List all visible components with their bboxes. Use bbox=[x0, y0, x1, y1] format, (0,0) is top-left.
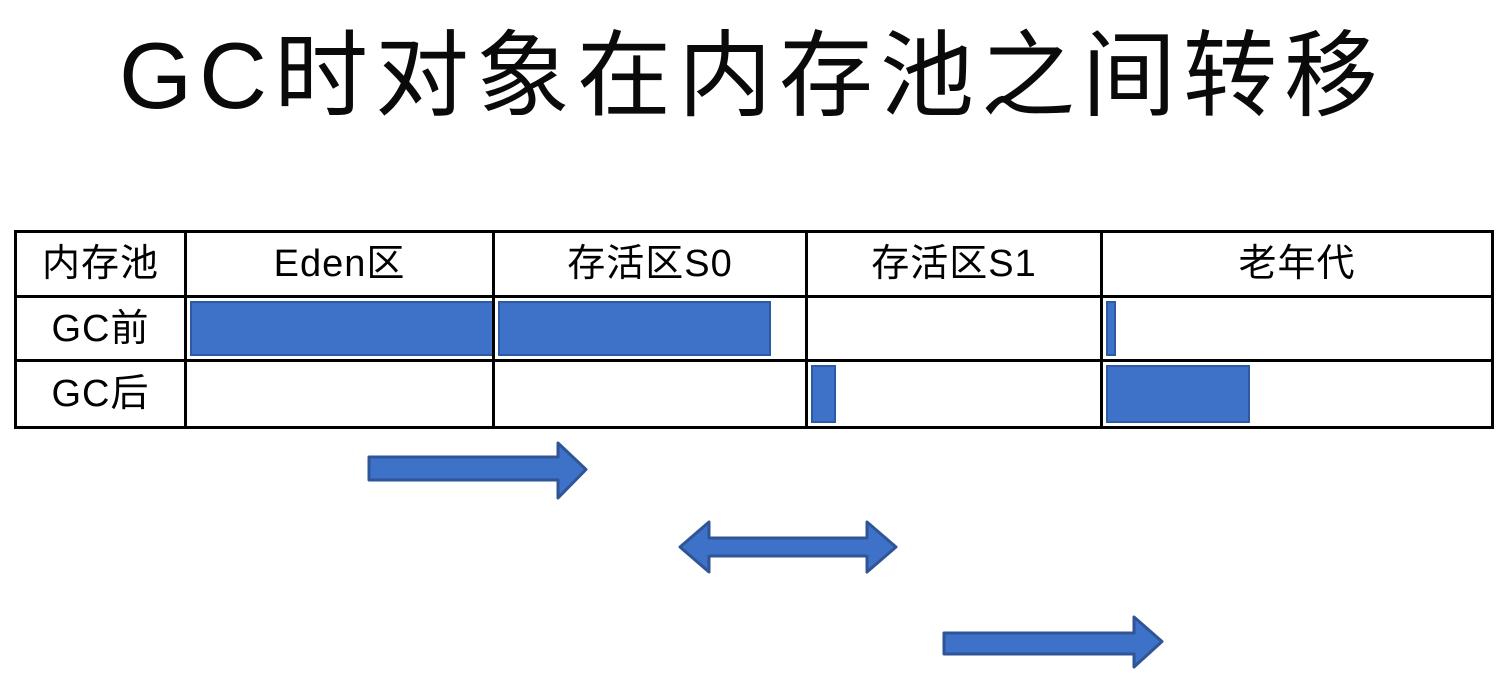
column-header-label: 老年代 bbox=[1238, 243, 1356, 285]
usage-bar-gc-before-oldgen bbox=[1106, 301, 1117, 356]
row-header-gc-before: GC前 bbox=[17, 298, 187, 362]
column-header-label: Eden区 bbox=[273, 243, 406, 285]
cell-gc-after-survivor0 bbox=[495, 362, 808, 426]
column-header-oldgen: 老年代 bbox=[1103, 233, 1491, 298]
page-title: GC时对象在内存池之间转移 bbox=[118, 23, 1385, 128]
usage-bar-gc-before-survivor0 bbox=[498, 301, 771, 356]
column-header-label: 存活区S1 bbox=[871, 243, 1037, 285]
table-corner-header: 内存池 bbox=[17, 233, 187, 298]
usage-bar-gc-after-survivor1 bbox=[811, 365, 836, 423]
column-header-survivor0: 存活区S0 bbox=[495, 233, 808, 298]
column-header-label: 存活区S0 bbox=[567, 243, 733, 285]
column-header-eden: Eden区 bbox=[187, 233, 495, 298]
cell-gc-after-eden bbox=[187, 362, 495, 426]
column-header-survivor1: 存活区S1 bbox=[808, 233, 1103, 298]
cell-gc-before-survivor1 bbox=[808, 298, 1103, 362]
right-arrow-survivor1-to-oldgen-icon bbox=[942, 615, 1165, 669]
corner-header-label: 内存池 bbox=[41, 243, 159, 285]
double-arrow-survivor-swap-icon bbox=[678, 520, 899, 574]
cell-gc-before-eden bbox=[187, 298, 495, 362]
usage-bar-gc-before-eden bbox=[190, 301, 492, 356]
usage-bar-gc-after-oldgen bbox=[1106, 365, 1250, 423]
cell-gc-before-survivor0 bbox=[495, 298, 808, 362]
row-header-gc-after: GC后 bbox=[17, 362, 187, 426]
cell-gc-after-survivor1 bbox=[808, 362, 1103, 426]
row-header-label: GC前 bbox=[51, 307, 150, 350]
cell-gc-before-oldgen bbox=[1103, 298, 1491, 362]
row-header-label: GC后 bbox=[51, 373, 150, 415]
right-arrow-eden-to-survivor0-icon bbox=[367, 441, 589, 500]
memory-pool-table: 内存池 Eden区 存活区S0 存活区S1 老年代 GC前 bbox=[14, 230, 1494, 429]
cell-gc-after-oldgen bbox=[1103, 362, 1491, 426]
